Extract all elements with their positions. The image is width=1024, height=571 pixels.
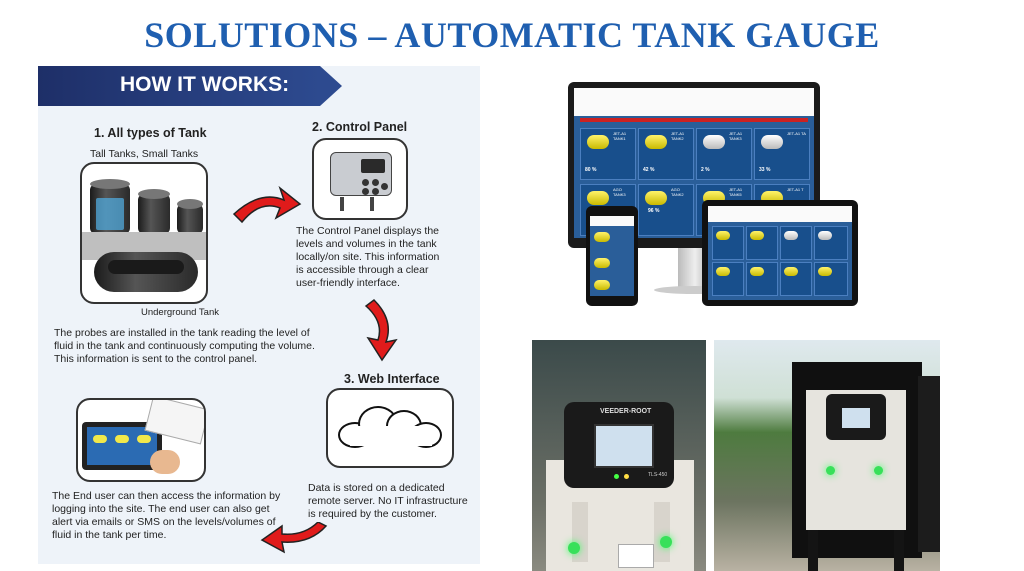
step4-description: The End user can then access the informa… — [52, 490, 281, 541]
tanks-illustration — [80, 162, 208, 304]
status-led-icon — [568, 542, 580, 554]
tablet-device — [702, 200, 858, 306]
slide-title: SOLUTIONS – AUTOMATIC TANK GAUGE — [144, 15, 880, 55]
tall-tank-icon — [90, 179, 130, 234]
devices-image: JET-A1 TANK1 80 % JET-A1 TANK2 42 % JET-… — [568, 82, 858, 308]
underground-tank-icon — [94, 252, 198, 292]
outdoor-cabinet-photo — [714, 340, 940, 571]
installed-console-photo: VEEDER-ROOT TLS-450 — [532, 340, 706, 571]
step1-description: The probes are installed in the tank rea… — [54, 327, 315, 365]
step2-description: The Control Panel displays the levels an… — [296, 225, 440, 289]
status-led-icon — [660, 536, 672, 548]
arrow-to-control-panel-icon — [232, 185, 302, 224]
console-model-label: TLS-450 — [648, 472, 668, 478]
step2-heading: 2. Control Panel — [312, 120, 408, 134]
step3-heading: 3. Web Interface — [344, 372, 440, 386]
how-it-works-panel: HOW IT WORKS: 1. All types of Tank Tall … — [38, 66, 480, 564]
banner-arrow-icon — [320, 66, 342, 106]
web-interface-illustration — [326, 388, 454, 468]
step1-caption: Underground Tank — [141, 307, 219, 318]
how-it-works-banner: HOW IT WORKS: — [38, 66, 320, 106]
medium-tank-icon — [138, 189, 170, 234]
arrow-to-web-interface-icon — [364, 299, 398, 362]
control-panel-illustration — [312, 138, 408, 220]
phone-device — [586, 206, 638, 306]
console-device: VEEDER-ROOT TLS-450 — [564, 402, 674, 488]
end-user-illustration — [76, 398, 206, 482]
step1-subheading: Tall Tanks, Small Tanks — [90, 148, 199, 160]
hand-icon — [150, 450, 180, 474]
step1-heading: 1. All types of Tank — [94, 126, 207, 140]
console-brand-label: VEEDER-ROOT — [600, 408, 652, 415]
phone-percentage: 96 % — [648, 208, 660, 214]
arrow-to-end-user-icon — [260, 522, 328, 554]
step3-description: Data is stored on a dedicated remote ser… — [308, 482, 468, 520]
small-tank-icon — [177, 199, 203, 234]
control-panel-device-icon — [330, 152, 392, 196]
